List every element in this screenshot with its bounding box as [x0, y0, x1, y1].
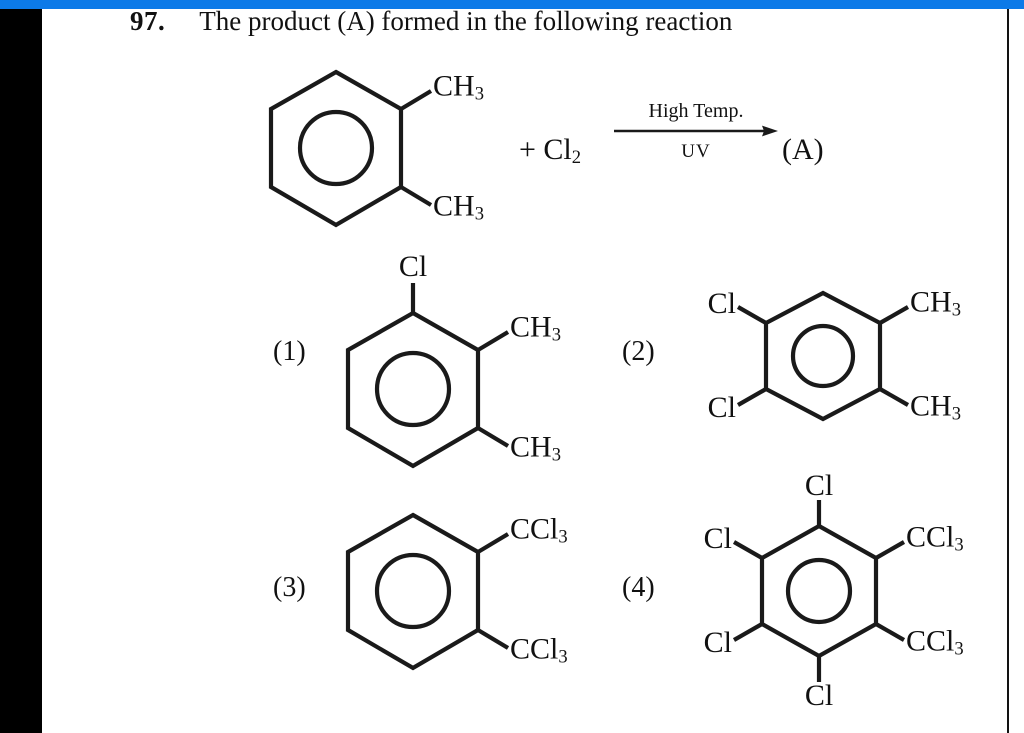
option-3-structure: CCl3 CCl3 — [330, 505, 620, 680]
substituent-label-cl-top: Cl — [398, 250, 428, 283]
reaction-arrow-block: High Temp. UV — [612, 100, 780, 163]
substituent-label-ch3-upper-right: CH3 — [433, 69, 484, 105]
option-1-structure: Cl CH3 CH3 — [330, 250, 610, 470]
substituent-label-ch3-upper-right: CH3 — [910, 285, 961, 321]
option-label-4[interactable]: (4) — [622, 572, 655, 603]
left-black-scan-margin — [0, 9, 42, 733]
question-number: 97. — [130, 6, 166, 36]
substituent-label-cl-lower-left: Cl — [707, 391, 736, 424]
reagent-chlorine: + Cl2 — [519, 133, 581, 169]
option-4-structure: Cl Cl Cl Cl CCl3 CCl3 — [680, 471, 980, 712]
substituent-label-cl-upper-left: Cl — [707, 287, 736, 320]
arrow-condition-below: UV — [681, 141, 711, 162]
substituent-label-cl-bottom: Cl — [804, 679, 834, 712]
option-label-2[interactable]: (2) — [622, 336, 655, 367]
top-blue-bar — [0, 0, 1024, 9]
substituent-label-ccl3-upper-right: CCl3 — [510, 512, 568, 548]
reaction-product-label: (A) — [782, 133, 824, 166]
question-header: 97. The product (A) formed in the follow… — [130, 6, 940, 37]
option-label-1[interactable]: (1) — [273, 336, 306, 367]
question-text: The product (A) formed in the following … — [199, 6, 733, 36]
substituent-label-ch3-lower-right: CH3 — [910, 389, 961, 425]
substituent-label-ccl3-lower-right: CCl3 — [906, 624, 964, 660]
substituent-label-ch3-upper-right: CH3 — [510, 310, 561, 346]
page-sheet — [42, 9, 1007, 733]
reagent-text: + Cl — [519, 133, 572, 166]
reactant-structure-o-xylene: CH3 CH3 — [253, 62, 523, 237]
reagent-subscript: 2 — [571, 147, 582, 169]
substituent-label-cl-lower-left: Cl — [703, 626, 732, 659]
substituent-label-ccl3-lower-right: CCl3 — [510, 632, 568, 668]
substituent-label-ch3-lower-right: CH3 — [510, 430, 561, 466]
substituent-label-ccl3-upper-right: CCl3 — [906, 520, 964, 556]
option-2-structure: Cl Cl CH3 CH3 — [690, 285, 980, 430]
option-label-3[interactable]: (3) — [273, 572, 306, 603]
substituent-label-cl-upper-left: Cl — [703, 522, 732, 555]
reaction-arrow-icon — [612, 124, 780, 138]
right-page-rule — [1007, 9, 1009, 733]
arrow-condition-above: High Temp. — [648, 100, 744, 122]
substituent-label-ch3-lower-right: CH3 — [433, 189, 484, 225]
substituent-label-cl-top: Cl — [804, 469, 834, 502]
